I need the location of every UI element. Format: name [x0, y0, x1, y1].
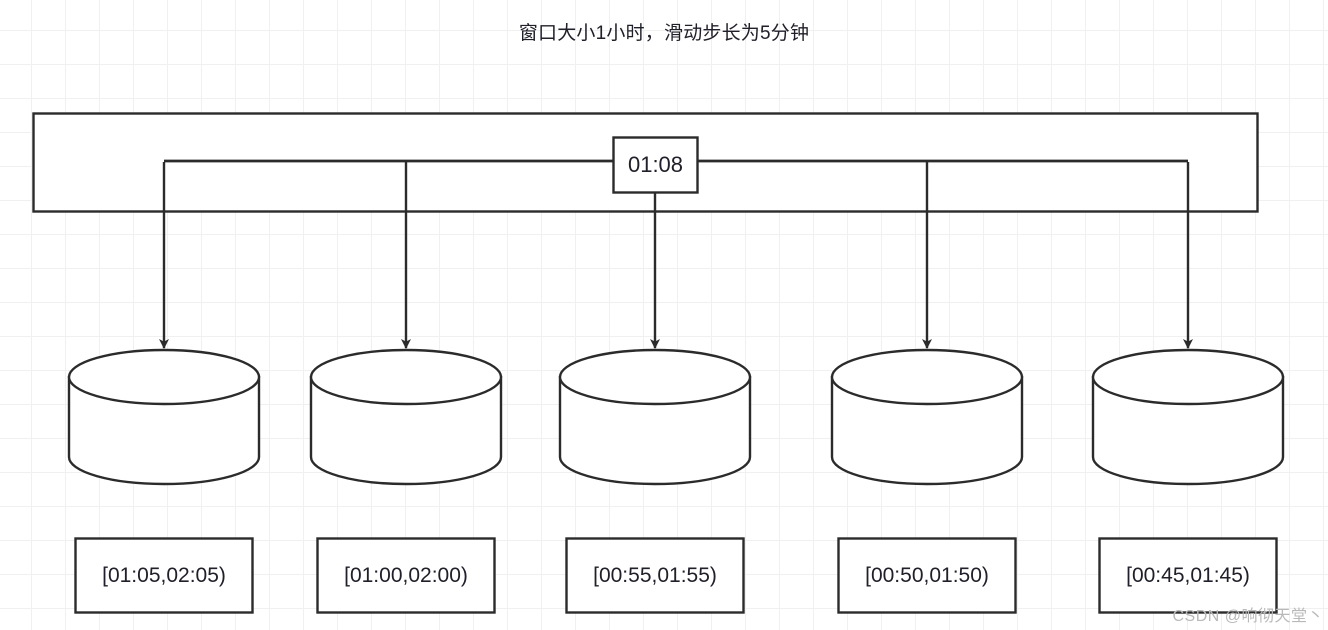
- database-cylinder: [309, 348, 503, 486]
- page-title: 窗口大小1小时，滑动步长为5分钟: [518, 23, 810, 44]
- database-cylinder: [1091, 348, 1285, 486]
- window-label-box: [316, 537, 496, 614]
- database-cylinder: [67, 348, 261, 486]
- window-label-box: [1098, 537, 1278, 614]
- window-label-box: [74, 537, 254, 614]
- database-cylinder: [830, 348, 1024, 486]
- window-label-box: [565, 537, 745, 614]
- current-event-box[interactable]: [612, 136, 699, 194]
- database-cylinder: [558, 348, 752, 486]
- window-label-box: [837, 537, 1017, 614]
- watermark: CSDN @响彻天堂丶: [1172, 608, 1324, 625]
